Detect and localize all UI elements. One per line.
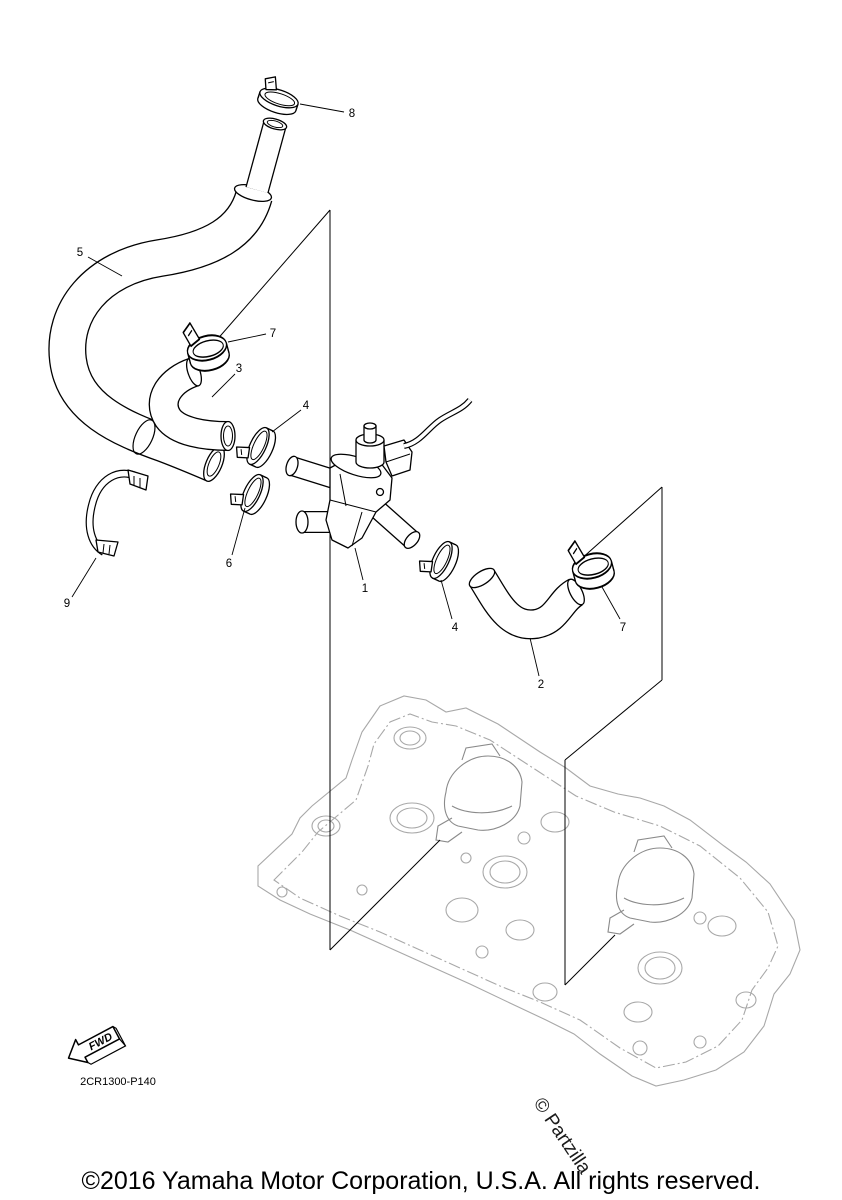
callout-3: 3 bbox=[236, 363, 242, 375]
callout-1: 1 bbox=[362, 583, 368, 595]
callout-7-left: 7 bbox=[270, 328, 276, 340]
leader-line-9 bbox=[71, 557, 97, 598]
callout-6: 6 bbox=[226, 558, 232, 570]
copyright-notice: ©2016 Yamaha Motor Corporation, U.S.A. A… bbox=[82, 1167, 761, 1195]
leader-line-1 bbox=[354, 547, 364, 581]
fwd-arrow-shape bbox=[67, 1025, 121, 1064]
ghost-coil-right bbox=[607, 835, 695, 935]
clamp-4-left bbox=[231, 419, 281, 472]
leader-line-3 bbox=[211, 373, 236, 398]
leader-line-7-left bbox=[227, 333, 267, 343]
leader-line-4-left bbox=[271, 409, 302, 433]
valve-1 bbox=[285, 398, 473, 550]
clamp-4-right bbox=[414, 533, 464, 586]
clamp-8 bbox=[254, 73, 305, 120]
callout-9: 9 bbox=[64, 598, 70, 610]
callout-7-right: 7 bbox=[620, 622, 626, 634]
callout-2: 2 bbox=[538, 679, 544, 691]
hose-2 bbox=[468, 567, 585, 640]
fwd-label: FWD bbox=[87, 1031, 115, 1053]
head-inner-outline bbox=[273, 713, 779, 1069]
ghost-port-outlines bbox=[276, 726, 757, 1056]
hose-3 bbox=[148, 357, 236, 452]
callout-5: 5 bbox=[77, 247, 83, 259]
head-outline bbox=[257, 695, 801, 1087]
fwd-arrow: FWD bbox=[67, 1025, 127, 1065]
leader-line-8 bbox=[299, 103, 345, 113]
leader-line-7-right bbox=[601, 586, 621, 620]
callout-8: 8 bbox=[349, 108, 355, 120]
leader-line-5 bbox=[87, 256, 123, 277]
leader-line-4-right bbox=[440, 579, 453, 620]
cylinder-head-ghost bbox=[257, 695, 801, 1087]
leader-line-2 bbox=[529, 637, 540, 677]
projection-lines bbox=[214, 209, 663, 986]
clamp-9 bbox=[85, 469, 149, 557]
pipe bbox=[245, 117, 288, 194]
callout-4-left: 4 bbox=[303, 400, 310, 412]
valve-bolt bbox=[375, 487, 385, 497]
clamp-6 bbox=[225, 466, 275, 519]
ghost-coil-left bbox=[435, 743, 523, 843]
leader-lines bbox=[71, 103, 621, 677]
part-code: 2CR1300-P140 bbox=[80, 1076, 156, 1088]
hose-5 bbox=[48, 183, 273, 482]
watermark: © Partzilla bbox=[529, 1094, 595, 1178]
leader-line-6 bbox=[231, 507, 246, 556]
callouts: 8 5 7 3 4 6 9 1 4 7 2 bbox=[64, 108, 626, 691]
callout-4-right: 4 bbox=[452, 622, 459, 634]
